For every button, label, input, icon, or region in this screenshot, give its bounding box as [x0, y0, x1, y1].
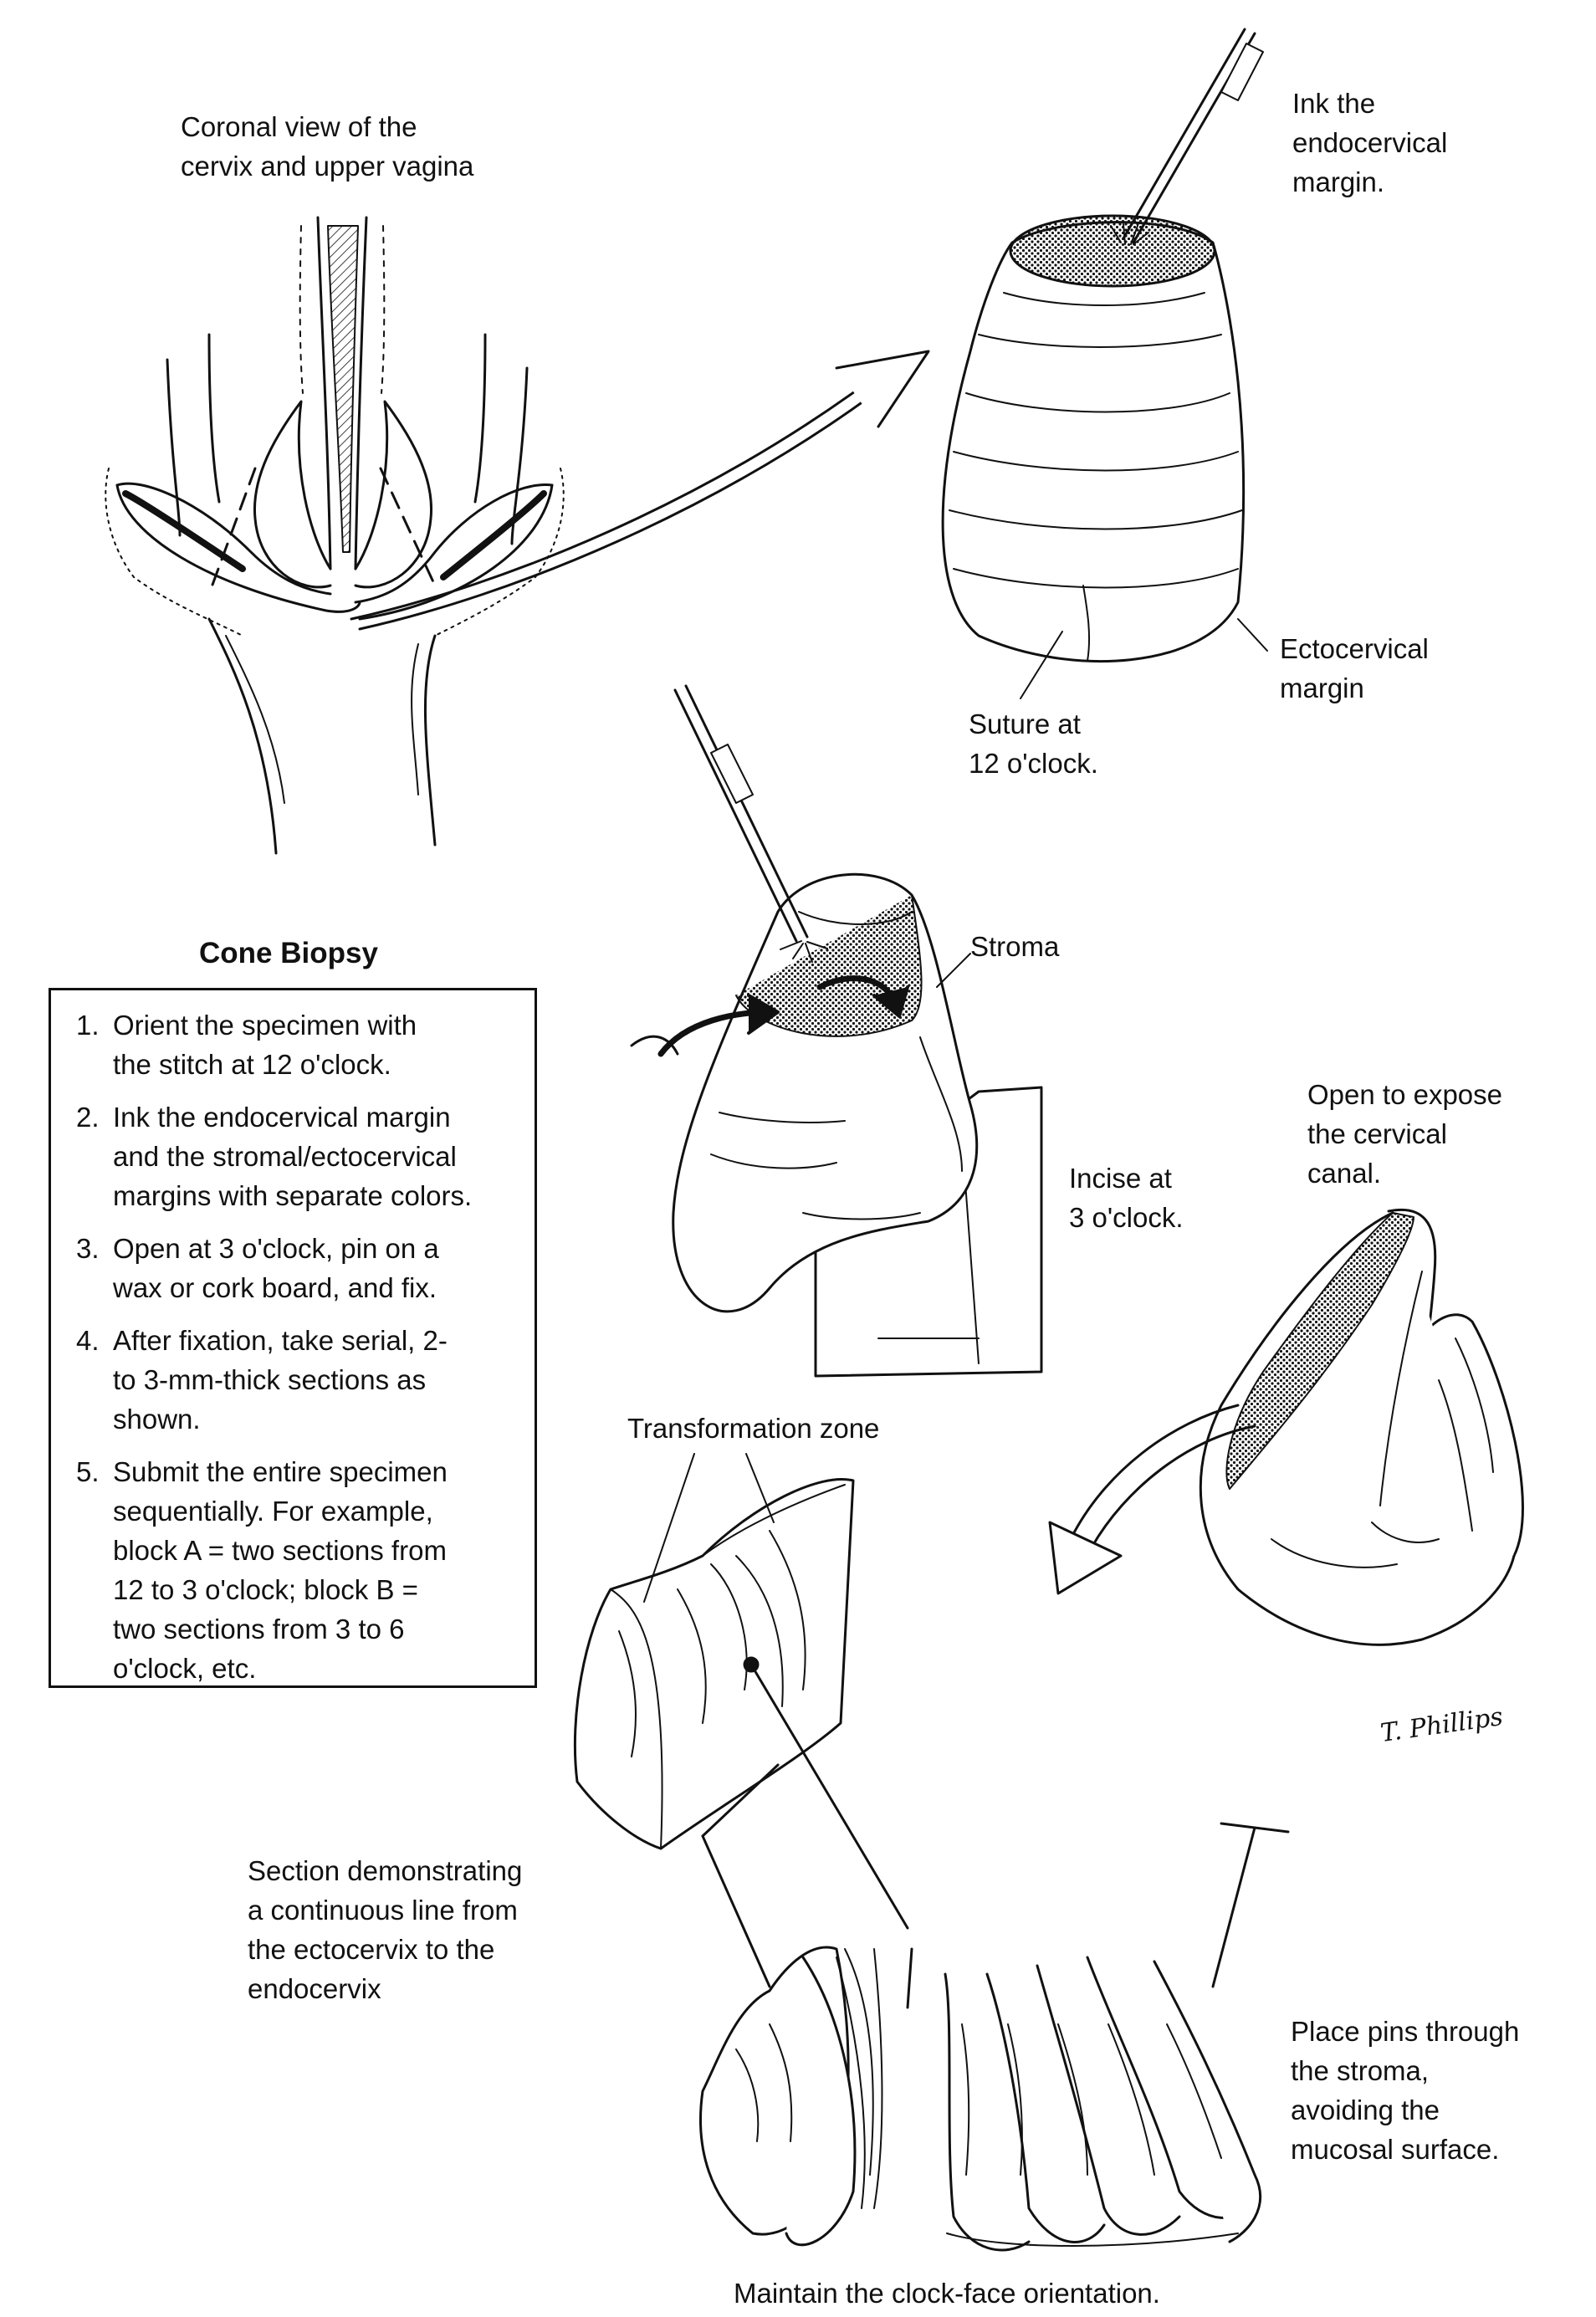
steps-list: 1. Orient the specimen with the stitch at … [66, 1005, 519, 1688]
step-text-line: block A = two sections from [113, 1535, 447, 1566]
maintain-orientation-label: Maintain the clock-face orientation. [734, 2278, 1160, 2309]
step-text-line: two sections from 3 to 6 [113, 1614, 405, 1644]
step-item: 5. Submit the entire specimen sequentially… [66, 1452, 519, 1688]
step-text-line: wax or cork board, and fix. [113, 1272, 437, 1303]
step-item: 1. Orient the specimen with the stitch at … [66, 1005, 519, 1084]
pinned-sections-drawing [699, 1763, 1290, 2252]
section-slice-drawing [573, 1453, 909, 1930]
step-text-line: 12 to 3 o'clock; block B = [113, 1574, 418, 1605]
step-number: 2. [76, 1102, 100, 1133]
step-text-line: Orient the specimen with [113, 1010, 417, 1041]
step-text-line: margins with separate colors. [113, 1180, 473, 1211]
step-text-line: shown. [113, 1404, 201, 1435]
step-text-line: Open at 3 o'clock, pin on a [113, 1233, 439, 1264]
transformation-zone-label: Transformation zone [627, 1413, 880, 1444]
step-item: 4. After fixation, take serial, 2- to 3-mm… [66, 1321, 519, 1439]
step-text-line: to 3-mm-thick sections as [113, 1364, 427, 1395]
cone-specimen-drawing [941, 28, 1264, 663]
step-number: 1. [76, 1010, 100, 1041]
step-number: 5. [76, 1456, 100, 1487]
step-text-line: Ink the endocervical margin [113, 1102, 451, 1133]
step-item: 2. Ink the endocervical margin and the str… [66, 1097, 519, 1215]
steps-box: 1. Orient the specimen with the stitch at … [49, 988, 537, 1688]
opened-specimen-drawing [1048, 1208, 1524, 1646]
arrow-to-cone [350, 350, 930, 631]
incision-cone-drawing [630, 684, 1043, 1378]
step-text-line: and the stromal/ectocervical [113, 1141, 457, 1172]
stroma-label: Stroma [970, 931, 1060, 962]
step-item: 3. Open at 3 o'clock, pin on a wax or cork… [66, 1229, 519, 1307]
step-text-line: the stitch at 12 o'clock. [113, 1049, 391, 1080]
coronal-cervix-drawing [105, 216, 565, 855]
step-number: 3. [76, 1233, 100, 1264]
step-number: 4. [76, 1325, 100, 1356]
step-text-line: Submit the entire specimen [113, 1456, 448, 1487]
step-text-line: sequentially. For example, [113, 1496, 433, 1527]
cone-biopsy-title: Cone Biopsy [199, 937, 378, 969]
step-text-line: o'clock, etc. [113, 1653, 257, 1684]
step-text-line: After fixation, take serial, 2- [113, 1325, 448, 1356]
